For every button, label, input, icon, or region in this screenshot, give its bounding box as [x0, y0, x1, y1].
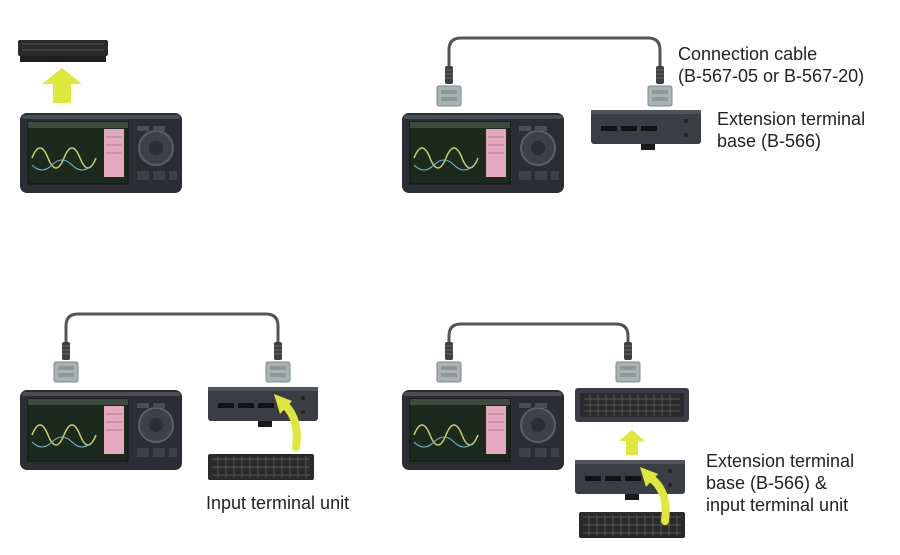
extension-terminal-base — [591, 110, 701, 150]
extension-base-label: Extension terminal base (B-566) — [717, 108, 865, 152]
label-line: Extension terminal — [706, 451, 855, 471]
extension-terminal-base — [575, 460, 685, 500]
data-logger-device — [401, 112, 565, 194]
label-line: base (B-566) & — [706, 473, 828, 493]
connector-plug — [615, 361, 641, 383]
input-terminal-unit-removed — [18, 40, 108, 62]
up-arrow-icon — [619, 430, 645, 455]
curved-arrow-icon — [274, 394, 301, 451]
label-line: input terminal unit — [706, 495, 849, 515]
connection-cable-label: Connection cable (B-567-05 or B-567-20) — [678, 43, 864, 87]
data-logger-device — [19, 389, 183, 471]
connector-plug — [436, 361, 462, 383]
label-line: (B-567-05 or B-567-20) — [678, 66, 865, 86]
extension-terminal-base — [208, 387, 318, 427]
panel-1 — [18, 40, 183, 194]
connector-plug — [436, 85, 462, 107]
label-line: Input terminal unit — [206, 493, 350, 513]
connection-cable — [447, 322, 630, 344]
input-terminal-unit-label: Input terminal unit — [206, 492, 349, 514]
label-line: Connection cable — [678, 44, 818, 64]
up-arrow-icon — [42, 68, 82, 103]
curved-arrow-icon — [640, 467, 670, 525]
panel-4 — [401, 322, 689, 539]
connector-plug — [53, 361, 79, 383]
panel-2 — [401, 36, 701, 194]
connector-plug — [265, 361, 291, 383]
panel-3 — [19, 312, 318, 481]
input-terminal-unit — [207, 453, 315, 481]
connection-cable — [64, 312, 280, 344]
attached-terminal-unit — [575, 388, 689, 422]
extension-base-and-unit-label: Extension terminal base (B-566) & input … — [706, 450, 854, 516]
label-line: Extension terminal — [717, 109, 866, 129]
data-logger-device — [19, 112, 183, 194]
connector-plug — [647, 85, 673, 107]
data-logger-device — [401, 389, 565, 471]
connection-cable — [447, 36, 662, 68]
label-line: base (B-566) — [717, 131, 822, 151]
